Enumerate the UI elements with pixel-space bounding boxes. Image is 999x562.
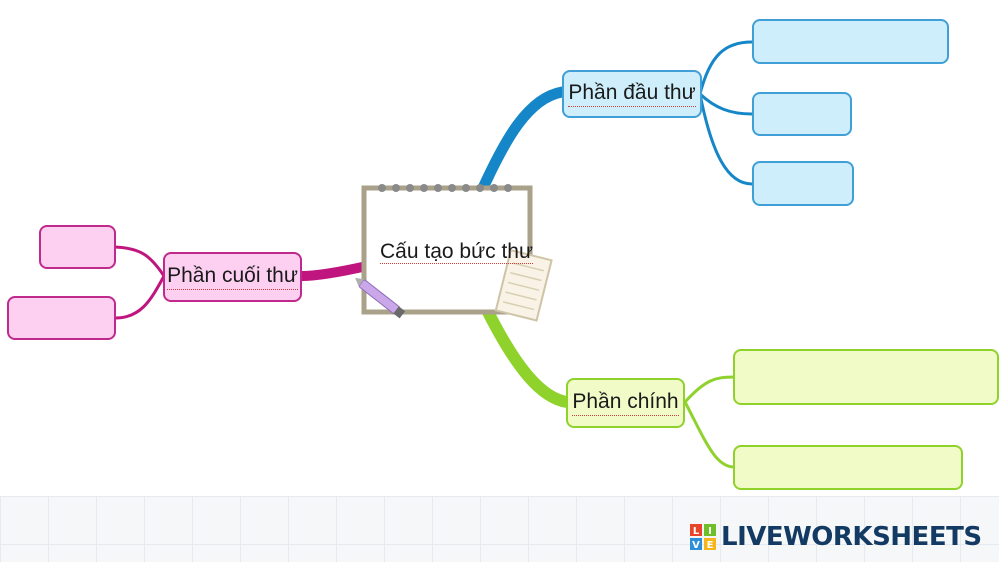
connector-chinh-1 [683,375,735,404]
node-phan-cuoi-thu[interactable]: Phần cuối thư [163,252,302,302]
answer-box-chinh-1[interactable] [733,349,999,405]
answer-box-cuoi-2[interactable] [7,296,116,340]
connector-chinh [482,306,573,408]
answer-box-dau-3[interactable] [752,161,854,206]
node-phan-dau-thu[interactable]: Phần đầu thư [562,70,702,118]
answer-box-dau-1[interactable] [752,19,949,64]
answer-box-chinh-2[interactable] [733,445,963,490]
connector-chinh-2 [683,401,735,469]
svg-text:I: I [708,526,712,537]
connector-dau-3 [698,93,753,186]
connector-cuoi-1 [114,245,166,277]
connector-dau-2 [698,92,753,116]
svg-text:L: L [693,526,700,537]
connector-cuoi [297,261,372,281]
center-topic-label: Cấu tạo bức thư [380,240,534,264]
node-phan-chinh[interactable]: Phần chính [566,378,685,428]
connector-dau [477,86,568,194]
answer-box-cuoi-1[interactable] [39,225,116,269]
connector-dau-1 [698,40,753,95]
brand-logo-icon: L I V E [690,524,716,550]
brand-name: LIVEWORKSHEETS [721,522,982,552]
footer-grid [0,496,999,562]
brand-logo: L I V E LIVEWORKSHEETS [690,521,982,553]
connector-cuoi-2 [114,275,166,320]
answer-box-dau-2[interactable] [752,92,852,136]
center-notepad-icon [355,184,553,322]
svg-text:E: E [707,540,714,550]
svg-text:V: V [692,540,700,550]
